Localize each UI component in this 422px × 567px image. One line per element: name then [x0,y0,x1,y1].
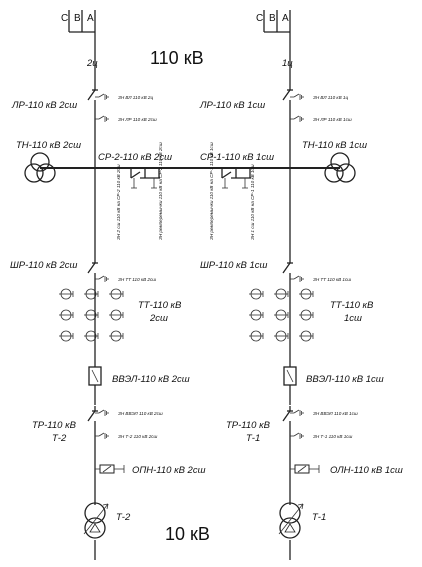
tt-label2-left: 2сш [149,313,168,324]
es-label: ЗН ВЛ 110 кВ 2ц [118,95,153,100]
current-transformer-icon [58,288,74,300]
opn-label-right: ОЛН-110 кВ 1сш [330,465,403,476]
es-label: ЗН Т-2 110 кВ 2сш [118,434,158,439]
sr-label-right: СР-1-110 кВ 1сш [200,152,274,163]
current-transformer-icon [298,309,314,321]
shr-label-right: ШР-110 кВ 1сш [200,260,268,271]
transformer-label-right: Т-1 [312,512,326,523]
tn-label-left: ТН-110 кВ 2сш [16,140,81,151]
earth-switch-icon[interactable] [289,432,304,440]
voltage-110-label: 110 кВ [150,48,204,68]
es-label: ЗН ЛР 110 кВ 2сш [118,117,157,122]
sectional-disconnector-left[interactable] [130,168,160,189]
current-transformer-icon [108,309,124,321]
vvel-label-left: ВВЭЛ-110 кВ 2сш [112,374,190,385]
bus-disconnector-right[interactable] [282,257,294,278]
phase-lines-right [263,10,291,33]
current-transformer-icon [108,330,124,342]
phase-c-left: С [61,13,68,24]
bus-disconnector-left[interactable] [87,257,99,278]
current-transformers-left [58,288,124,342]
es-label: ЗН ЛР 110 кВ 1сш [313,117,352,122]
current-transformer-icon [298,288,314,300]
opn-label-left: ОПН-110 кВ 2сш [132,465,206,476]
phase-a-right: А [282,13,289,24]
circuit-right-label: 1ц [282,58,293,69]
current-transformer-icon [83,288,99,300]
sr-es-label: ЗН 1 сш 110 кВ на СР-1 110 кВ 1сш [250,164,255,240]
earth-switch-icon[interactable] [289,115,304,123]
phase-b-left: В [74,13,81,24]
power-transformer-left-icon[interactable] [83,502,109,539]
current-transformer-icon [248,309,264,321]
es-label: ЗН ВЛ 110 кВ 1ц [313,95,348,100]
earth-switch-icon[interactable] [94,93,109,101]
phase-b-right: В [269,13,276,24]
earth-switch-icon[interactable] [289,93,304,101]
current-transformer-icon [58,309,74,321]
sr-es-label: ЗН ремперемычки 110 кВ на СР-1 110 кВ 1с… [209,142,214,240]
es-label: ЗН ТТ 110 кВ 2сш [118,277,156,282]
tt-label-right: ТТ-110 кВ [330,300,374,311]
transformer-disconnector-left[interactable] [87,405,99,426]
earth-switch-icon[interactable] [289,275,304,283]
es-label: ЗН ВВЭЛ 110 кВ 1сш [313,411,358,416]
current-transformer-icon [273,330,289,342]
tn-label-right: ТН-110 кВ 1сш [302,140,367,151]
phase-a-left: А [87,13,94,24]
earth-switch-icon[interactable] [94,115,109,123]
current-transformer-icon [248,330,264,342]
current-transformer-icon [108,288,124,300]
current-transformer-icon [83,309,99,321]
current-transformer-icon [83,330,99,342]
sectional-disconnector-right[interactable] [221,168,251,189]
shr-label-left: ШР-110 кВ 2сш [10,260,78,271]
line-disconnector-right[interactable] [282,84,294,105]
earth-switch-icon[interactable] [94,275,109,283]
sr-es-label: ЗН ремперемычки 110 кВ на СР-2 110 кВ 2с… [158,142,163,240]
current-transformer-icon [58,330,74,342]
current-transformer-icon [248,288,264,300]
earth-switch-icon[interactable] [94,432,109,440]
sr-es-label: ЗН 2 сш 110 кВ на СР-2 110 кВ 2сш [116,164,121,240]
surge-arrester-right[interactable] [290,464,320,474]
current-transformer-icon [273,309,289,321]
transformer-label-left: Т-2 [116,512,131,523]
tr-label-left: ТР-110 кВ [32,420,77,431]
tr-label2-left: Т-2 [52,433,67,444]
vvel-label-right: ВВЭЛ-110 кВ 1сш [306,374,384,385]
voltage-10-label: 10 кВ [165,524,210,544]
line-disconnector-left[interactable] [87,84,99,105]
es-label: ЗН ТТ 110 кВ 1сш [313,277,351,282]
lr-label-right: ЛР-110 кВ 1сш [199,100,265,111]
transformer-disconnector-right[interactable] [282,405,294,426]
current-transformers-right [248,288,314,342]
tr-label2-right: Т-1 [246,433,260,444]
tt-label-left: ТТ-110 кВ [138,300,182,311]
current-transformer-icon [298,330,314,342]
sr-label-left: СР-2-110 кВ 2сш [98,152,172,163]
lr-label-left: ЛР-110 кВ 2сш [11,100,77,111]
es-label: ЗН ВВЭЛ 110 кВ 2сш [118,411,163,416]
power-transformer-right-icon[interactable] [278,502,304,539]
phase-lines-left [68,10,96,33]
surge-arrester-left[interactable] [95,464,125,474]
current-transformer-icon [273,288,289,300]
tr-label-right: ТР-110 кВ [226,420,271,431]
circuit-breaker-right[interactable] [283,366,297,386]
phase-c-right: С [256,13,263,24]
circuit-breaker-left[interactable] [88,366,102,386]
tt-label2-right: 1сш [344,313,362,324]
es-label: ЗН Т-1 110 кВ 1сш [313,434,353,439]
circuit-left-label: 2ц [86,58,98,69]
